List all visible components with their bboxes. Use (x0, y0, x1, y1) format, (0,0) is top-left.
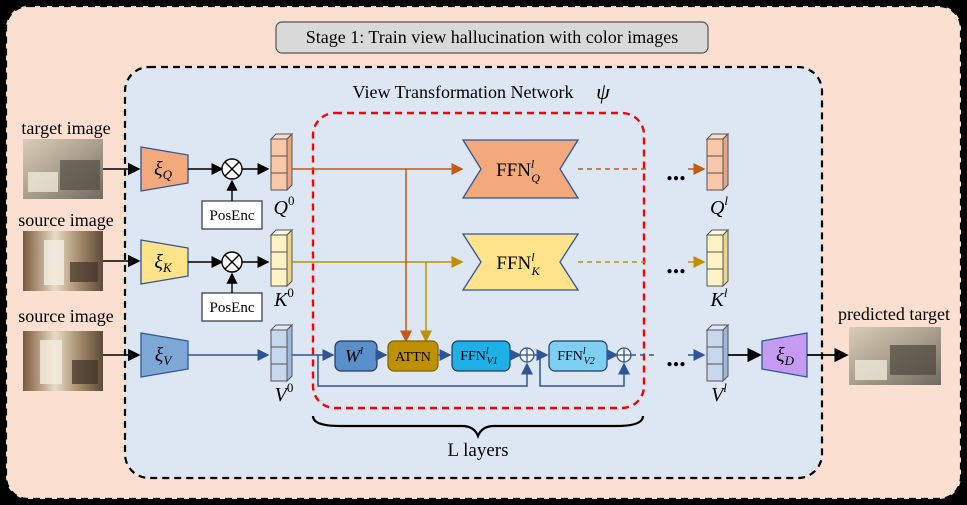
w-label: Wl (345, 345, 363, 366)
source-image-1 (23, 231, 103, 291)
token-k0-label: K0 (273, 285, 294, 311)
stage-title: Stage 1: Train view hallucination with c… (306, 27, 678, 47)
residual-add-2 (616, 347, 632, 363)
posenc-box-k (201, 292, 263, 322)
posenc-label-k: PosEnc (210, 300, 255, 316)
decoder-d-label: ξD (776, 344, 795, 368)
target-image-label: target image (21, 118, 110, 138)
encoder-q (140, 146, 189, 192)
encoder-k-label: ξK (154, 251, 173, 275)
predicted-target-image (849, 327, 941, 385)
attn-block (387, 340, 439, 372)
encoder-v-label: ξV (155, 344, 174, 368)
encoder-k (140, 239, 189, 285)
token-stack-k0 (269, 228, 294, 288)
ellipsis-k: ... (666, 250, 686, 279)
ellipsis-q: ... (666, 157, 686, 186)
layer-box (311, 111, 646, 410)
token-stack-v0 (269, 323, 294, 383)
decoder-d (761, 332, 808, 378)
token-stack-kl (705, 228, 730, 288)
token-kl-label: Kl (710, 285, 728, 311)
residual-add-1 (519, 347, 535, 363)
stage-title-box (275, 21, 709, 54)
encoder-q-label: ξQ (154, 158, 173, 182)
source-image-label-1: source image (18, 210, 113, 230)
token-stack-ql (705, 132, 730, 192)
layers-label: L layers (447, 440, 508, 461)
target-image (23, 139, 103, 199)
ffn-k-block (461, 233, 580, 291)
token-stack-vl (705, 323, 730, 383)
attn-label: ATTN (395, 350, 431, 365)
token-vl-label: Vl (711, 380, 727, 406)
source-image-2 (23, 331, 103, 391)
ffn-q-block (461, 139, 580, 199)
layers-brace (311, 415, 645, 439)
ellipsis-v: ... (666, 343, 686, 372)
multiply-k (221, 251, 243, 273)
token-ql-label: Ql (710, 193, 728, 219)
multiply-q (221, 158, 243, 180)
network-title: View Transformation Network (353, 82, 574, 102)
token-v0-label: V0 (275, 380, 294, 406)
posenc-label-q: PosEnc (210, 208, 255, 224)
encoder-v (140, 332, 189, 378)
predicted-target-label: predicted target (838, 304, 950, 324)
posenc-box-q (201, 200, 263, 230)
source-image-label-2: source image (18, 306, 113, 326)
token-stack-q0 (269, 132, 294, 192)
network-symbol: ψ (596, 79, 610, 104)
token-q0-label: Q0 (274, 193, 295, 219)
